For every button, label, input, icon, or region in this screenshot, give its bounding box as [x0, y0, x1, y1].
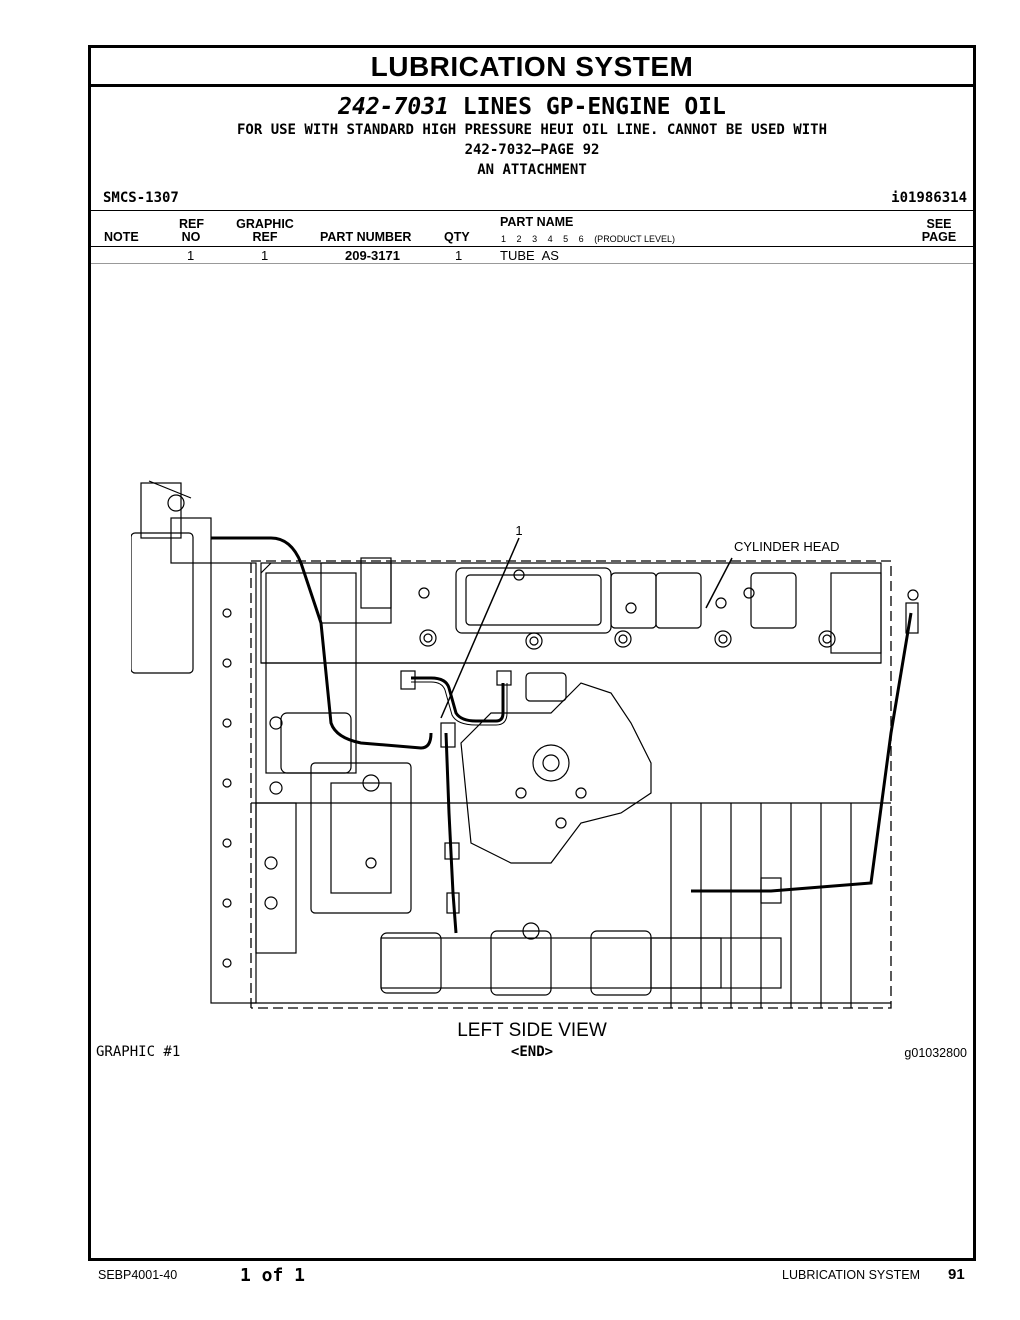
- description-line-2: 242-7032—PAGE 92: [464, 142, 600, 158]
- description-line-1: FOR USE WITH STANDARD HIGH PRESSURE HEUI…: [236, 122, 827, 138]
- col-graphic-ref: GRAPHIC REF: [232, 218, 298, 244]
- page-frame: LUBRICATION SYSTEM 242-7031 LINES GP-ENG…: [88, 45, 976, 1261]
- view-label: LEFT SIDE VIEW: [457, 1020, 607, 1041]
- col-qty: QTY: [444, 230, 470, 244]
- callout-cylinder-head: CYLINDER HEAD: [734, 539, 839, 554]
- col-ref-no-top: REF: [179, 217, 204, 231]
- col-see-page: SEE PAGE: [919, 218, 959, 244]
- row-ref-no: 1: [187, 248, 195, 263]
- section-title: LUBRICATION SYSTEM: [91, 48, 973, 87]
- col-graphic-ref-top: GRAPHIC: [236, 217, 294, 231]
- footer-section: LUBRICATION SYSTEM: [782, 1268, 920, 1282]
- row-qty: 1: [455, 248, 463, 263]
- footer-page-number: 91: [948, 1266, 965, 1283]
- col-ref-no: REF NO: [179, 217, 204, 244]
- col-note: NOTE: [104, 230, 139, 244]
- group-name: LINES GP-ENGINE OIL: [462, 94, 726, 120]
- col-see-page-top: SEE: [926, 217, 952, 231]
- col-see-page-bottom: PAGE: [921, 230, 957, 244]
- callout-1: 1: [515, 523, 522, 538]
- footer-doc-number: SEBP4001-40: [98, 1268, 178, 1282]
- group-part-number: 242-7031: [338, 94, 449, 120]
- col-ref-no-bottom: NO: [181, 230, 201, 244]
- level-1: 1: [501, 234, 507, 244]
- description-line-3: AN ATTACHMENT: [477, 162, 587, 178]
- graphic-label: GRAPHIC #1: [96, 1044, 181, 1060]
- row-part-number: 209-3171: [345, 248, 400, 263]
- end-label: <END>: [510, 1044, 554, 1060]
- illustration-id: i01986314: [891, 190, 967, 206]
- product-levels: 1 2 3 4 5 6 (PRODUCT LEVEL): [501, 234, 683, 244]
- col-graphic-ref-bottom: REF: [252, 230, 278, 244]
- group-title: 242-7031 LINES GP-ENGINE OIL: [91, 94, 973, 120]
- engine-illustration: 1 CYLINDER HEAD: [131, 480, 919, 1009]
- level-5: 5: [563, 234, 569, 244]
- row-rule: [91, 263, 973, 264]
- footer-page-of: 1 of 1: [240, 1265, 306, 1286]
- row-graphic-ref: 1: [261, 248, 269, 263]
- level-6: 6: [578, 234, 584, 244]
- graphic-number: g01032800: [904, 1046, 967, 1060]
- level-2: 2: [516, 234, 522, 244]
- header-rule-bottom: [91, 246, 973, 247]
- header-rule-top: [91, 210, 973, 211]
- level-4: 4: [547, 234, 553, 244]
- row-part-name: TUBE AS: [500, 248, 559, 263]
- col-part-name: PART NAME: [500, 215, 574, 229]
- product-level-label: (PRODUCT LEVEL): [594, 234, 676, 244]
- col-part-number: PART NUMBER: [320, 230, 412, 244]
- level-3: 3: [532, 234, 538, 244]
- smcs-code: SMCS-1307: [103, 190, 179, 206]
